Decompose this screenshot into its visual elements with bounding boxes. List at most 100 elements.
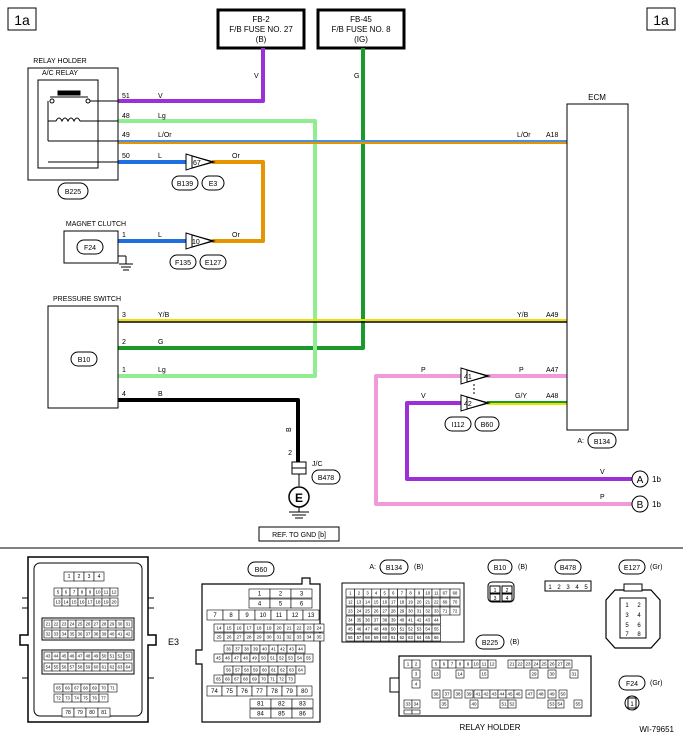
svg-text:80: 80 [301,689,308,695]
tag-i112-text: I112 [451,422,464,429]
relay-connector-tag [57,182,89,200]
svg-text:55: 55 [575,701,581,706]
svg-text:29: 29 [531,671,537,676]
svg-text:27: 27 [557,661,563,666]
svg-text:70: 70 [261,676,266,681]
ground-symbol [289,507,309,519]
b225-tag [475,634,505,650]
svg-text:40: 40 [110,631,115,636]
wire-label-yb: Y/B [158,312,170,319]
svg-text:67: 67 [234,676,239,681]
svg-text:50: 50 [261,655,266,660]
relay-holder-bottom-label: RELAY HOLDER [459,723,520,732]
svg-text:69: 69 [92,685,97,690]
svg-text:39: 39 [391,617,396,622]
svg-text:42: 42 [126,631,131,636]
svg-text:28: 28 [102,621,107,626]
svg-text:11: 11 [104,589,109,594]
ecm-connector-tag [587,432,617,449]
fuse-fb45-name: F/B FUSE NO. 8 [331,25,391,34]
connector-67-pin: 67 [193,160,201,167]
svg-text:12: 12 [111,589,117,594]
pin-pressure-1: 1 [122,367,126,374]
jc-pin-2: 2 [288,450,292,457]
svg-text:76: 76 [92,695,97,700]
svg-text:48: 48 [538,691,544,696]
svg-text:2: 2 [358,590,361,595]
svg-text:9: 9 [418,590,421,595]
jc-label: J/C [312,461,323,468]
svg-text:32: 32 [46,631,51,636]
svg-text:1: 1 [349,590,352,595]
svg-text:4: 4 [375,590,378,595]
corner-tag-left [7,7,37,31]
svg-text:33: 33 [296,634,302,639]
svg-text:69: 69 [252,676,257,681]
connector-e3-label: E3 [168,637,179,647]
svg-text:16: 16 [382,599,387,604]
svg-text:15: 15 [71,599,77,604]
svg-text:1: 1 [548,585,552,591]
svg-text:7: 7 [451,661,454,666]
svg-text:22: 22 [54,621,59,626]
connector-view-b478: 1 2 3 4 5 [544,580,592,592]
svg-text:2: 2 [557,585,561,591]
svg-text:15: 15 [374,599,379,604]
wire-label-gy: G/Y [515,393,527,400]
svg-text:34: 34 [348,617,353,622]
svg-text:17: 17 [87,599,93,604]
svg-text:45: 45 [216,655,221,660]
svg-text:68: 68 [83,685,88,690]
svg-text:16: 16 [236,625,242,630]
svg-text:52: 52 [408,626,413,631]
svg-text:41: 41 [475,691,481,696]
tag-b60 [474,416,500,432]
fuse-fb45-type: (IG) [354,35,368,44]
b10-tag [487,559,513,575]
pin-pressure-4: 4 [122,391,126,398]
offpage-b-letter: B [637,500,644,511]
svg-text:57: 57 [235,667,240,672]
svg-text:72: 72 [453,608,458,613]
wire-label-b: B [158,391,163,398]
svg-text:63: 63 [118,664,123,669]
svg-text:61: 61 [102,664,107,669]
svg-text:29: 29 [256,634,262,639]
svg-text:2: 2 [506,588,509,594]
svg-text:8: 8 [409,590,412,595]
wire-label-l: L [158,153,162,160]
svg-text:4: 4 [258,602,262,608]
b225-tag-text: B225 [482,640,498,647]
svg-text:67: 67 [74,685,79,690]
svg-text:6: 6 [392,590,395,595]
svg-text:13: 13 [308,613,315,619]
svg-text:35: 35 [316,634,322,639]
svg-text:53: 53 [549,701,555,706]
svg-text:3: 3 [494,596,497,602]
svg-text:13: 13 [433,671,439,676]
offpage-b-ref: 1b [652,500,661,509]
svg-text:78: 78 [65,710,71,716]
svg-text:6: 6 [65,589,68,594]
svg-text:37: 37 [374,617,379,622]
svg-text:39: 39 [102,631,107,636]
svg-text:36: 36 [78,631,83,636]
svg-text:26: 26 [549,661,555,666]
svg-text:70: 70 [101,685,106,690]
svg-text:20: 20 [417,599,422,604]
svg-text:5: 5 [384,590,387,595]
svg-text:7: 7 [625,632,629,638]
svg-text:47: 47 [234,655,239,660]
tag-e127 [199,254,227,270]
svg-text:34: 34 [62,631,67,636]
svg-text:14: 14 [457,671,463,676]
wire-label-or-1: Or [232,153,240,160]
svg-text:43: 43 [491,691,497,696]
svg-text:4: 4 [637,613,641,619]
fuse-fb2-id: FB-2 [252,15,270,24]
svg-text:49: 49 [252,655,257,660]
svg-text:54: 54 [46,664,51,669]
svg-text:50: 50 [391,626,396,631]
svg-text:53: 53 [126,653,131,658]
svg-text:5: 5 [435,661,438,666]
